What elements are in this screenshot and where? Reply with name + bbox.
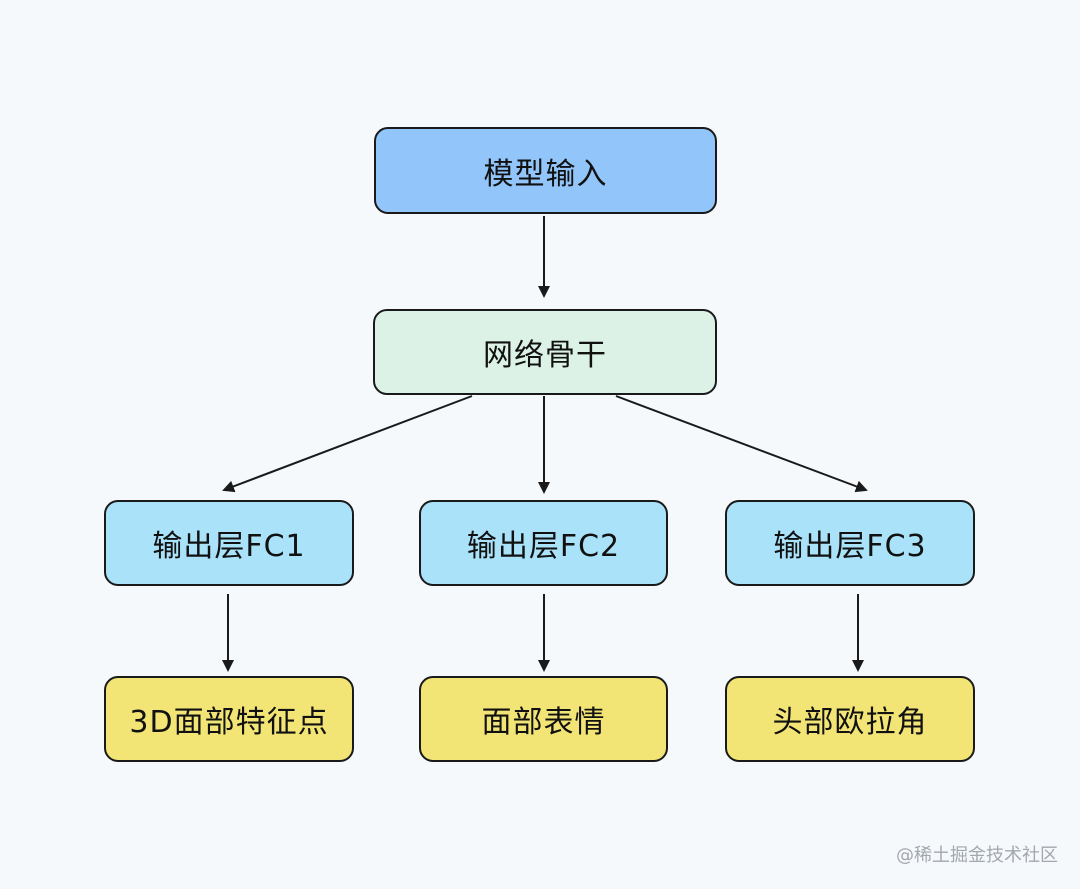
arrow-backbone-to-fc3: [615, 395, 868, 493]
node-model-input: 模型输入: [374, 127, 717, 214]
node-facial-expression: 面部表情: [419, 676, 668, 762]
node-head-euler-angles: 头部欧拉角: [725, 676, 975, 762]
watermark-text: @稀土掘金技术社区: [896, 845, 1058, 866]
node-output-layer-fc2: 输出层FC2: [419, 500, 668, 586]
node-network-backbone: 网络骨干: [373, 309, 717, 395]
node-output-layer-fc3: 输出层FC3: [725, 500, 975, 586]
arrow-backbone-to-fc1: [222, 395, 473, 493]
node-output-layer-fc1: 输出层FC1: [104, 500, 354, 586]
node-3d-facial-landmarks: 3D面部特征点: [104, 676, 354, 762]
